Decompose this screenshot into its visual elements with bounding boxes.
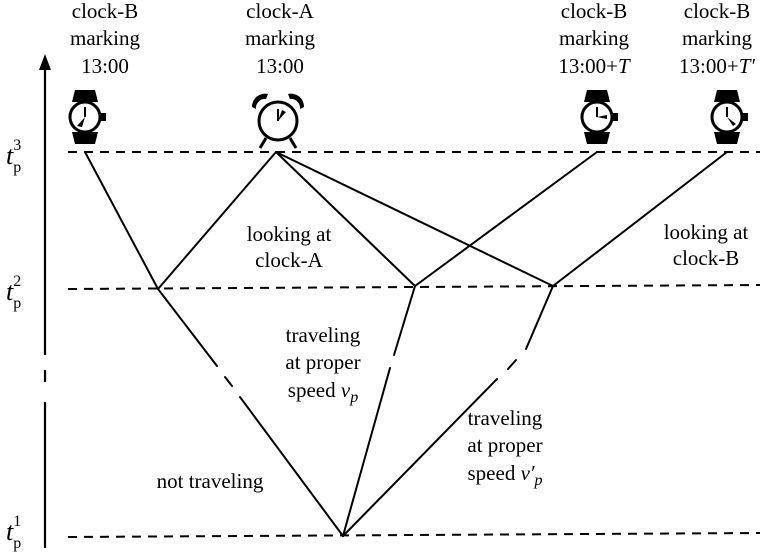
annotation-not-traveling: not traveling bbox=[157, 469, 264, 493]
worldline-traveling-vpp-upper bbox=[507, 359, 517, 370]
signal-b3-to-right bbox=[552, 151, 728, 287]
wristwatch-icon bbox=[580, 90, 618, 144]
worldline-traveling-vp-lower bbox=[342, 367, 391, 537]
wristwatch-icon bbox=[68, 90, 106, 144]
annotation-traveling-vp: traveling at proper speed vp bbox=[285, 323, 360, 406]
svg-text:looking at: looking at bbox=[247, 222, 332, 246]
worldline-not-traveling-upper bbox=[157, 288, 218, 367]
svg-text:speed vp: speed vp bbox=[288, 378, 358, 406]
clock-a-action: marking bbox=[245, 26, 315, 50]
time-axis bbox=[39, 54, 51, 548]
wristwatch-icon bbox=[710, 90, 748, 144]
svg-text:traveling: traveling bbox=[286, 323, 361, 347]
svg-text:clock-B: clock-B bbox=[673, 246, 739, 270]
worldlines bbox=[84, 151, 728, 537]
svg-text:at proper: at proper bbox=[285, 350, 360, 374]
level-label-t1: tp1 bbox=[6, 513, 21, 552]
alarm-clock-icon bbox=[251, 93, 305, 149]
clock-b-3-name: clock-B bbox=[684, 0, 750, 23]
worldline-traveling-vp-upper bbox=[393, 285, 416, 356]
signal-a-to-mid bbox=[275, 151, 416, 287]
clock-b-3-time: 13:00+T′ bbox=[679, 54, 755, 78]
worldline-traveling-vpp-top bbox=[525, 285, 554, 350]
svg-text:speed v′p: speed v′p bbox=[468, 461, 543, 489]
annotation-looking-at-clock-b: looking at clock-B bbox=[664, 220, 749, 270]
clock-b-3-action: marking bbox=[682, 26, 752, 50]
level-label-t3: tp3 bbox=[6, 137, 21, 176]
clock-b-3: clock-B marking 13:00+T′ bbox=[679, 0, 755, 144]
svg-text:at proper: at proper bbox=[467, 433, 542, 457]
signal-a-to-left bbox=[157, 151, 277, 290]
clock-b-1: clock-B marking 13:00 bbox=[68, 0, 140, 144]
clock-b-2: clock-B marking 13:00+T bbox=[558, 0, 631, 144]
clock-b-1-name: clock-B bbox=[72, 0, 138, 23]
clock-b-1-action: marking bbox=[70, 26, 140, 50]
signal-b1-to-left bbox=[84, 151, 159, 290]
worldline-not-traveling-lower bbox=[239, 396, 344, 537]
worldline-not-traveling-mid bbox=[224, 376, 233, 387]
clock-b-2-action: marking bbox=[559, 26, 629, 50]
clock-a-name: clock-A bbox=[246, 0, 314, 23]
axis-arrow-icon bbox=[39, 54, 51, 70]
level-line-t2 bbox=[67, 284, 761, 290]
clock-a-time: 13:00 bbox=[256, 54, 304, 78]
annotation-looking-at-clock-a: looking at clock-A bbox=[247, 222, 332, 272]
signal-b2-to-mid bbox=[414, 151, 598, 287]
clock-b-2-name: clock-B bbox=[561, 0, 627, 23]
clock-b-1-time: 13:00 bbox=[81, 54, 129, 78]
clock-b-2-time: 13:00+T bbox=[558, 54, 631, 78]
svg-text:clock-A: clock-A bbox=[255, 248, 323, 272]
level-line-t1 bbox=[67, 532, 761, 538]
svg-text:looking at: looking at bbox=[664, 220, 749, 244]
signal-a-to-right bbox=[275, 151, 554, 287]
clock-a: clock-A marking 13:00 bbox=[245, 0, 315, 149]
annotation-traveling-vpp: traveling at proper speed v′p bbox=[467, 406, 542, 489]
svg-text:traveling: traveling bbox=[468, 406, 543, 430]
level-label-t2: tp2 bbox=[6, 273, 21, 312]
worldline-traveling-vpp-lower bbox=[342, 378, 498, 537]
